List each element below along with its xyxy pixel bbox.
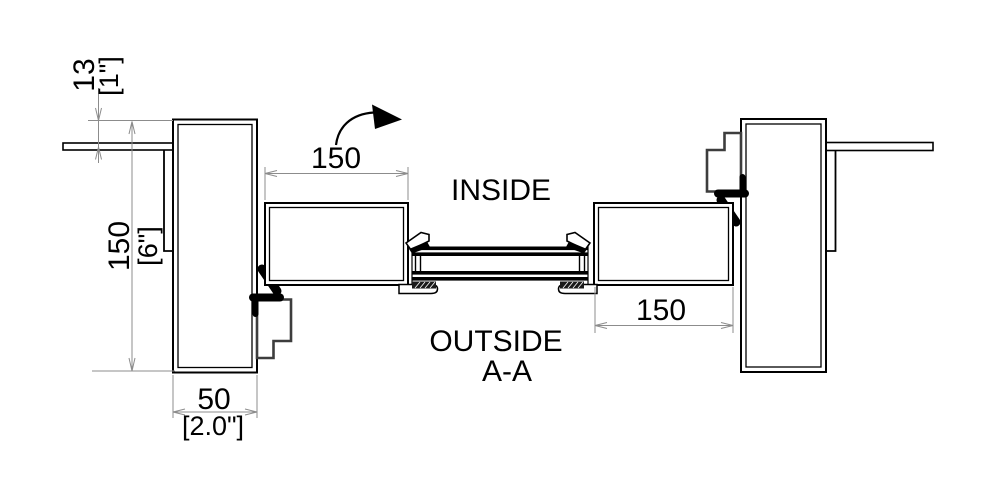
- left-wall-return: [163, 150, 173, 252]
- dim-frame-depth-in: [6"]: [133, 226, 163, 266]
- glass-panes: [411, 246, 589, 284]
- swing-direction-arrow: [334, 104, 402, 146]
- left-wall-flange: [62, 142, 176, 151]
- right-stepped-profile: [705, 131, 743, 193]
- dim-frame-depth: 150 [6"]: [92, 121, 175, 372]
- right-sash: [593, 202, 734, 286]
- dim-right-sash-mm: 150: [636, 294, 686, 327]
- glazing-unit: [398, 231, 598, 295]
- dim-frame-width-mm: 50: [197, 383, 230, 416]
- right-wall-return: [826, 151, 837, 252]
- left-stepped-profile: [255, 298, 293, 360]
- glazing-clamps: [404, 231, 592, 254]
- right-wall-flange: [825, 141, 934, 152]
- right-sash-inner: [597, 206, 730, 282]
- dim-left-sash: 150: [264, 142, 409, 200]
- dim-frame-width: 50 [2.0"]: [172, 375, 258, 441]
- left-sash: [264, 202, 409, 286]
- dim-wall-offset-in: [1"]: [94, 56, 124, 96]
- inside-label: INSIDE: [451, 174, 551, 207]
- left-sash-inner: [268, 206, 405, 282]
- right-wall: [825, 141, 934, 252]
- dim-left-sash-mm: 150: [311, 142, 361, 175]
- dim-frame-depth-mm: 150: [103, 221, 136, 271]
- left-clamp-gasket: [409, 241, 430, 254]
- right-jamb-frame: [740, 118, 827, 373]
- left-jamb-frame: [172, 118, 258, 374]
- dim-wall-offset: 13 [1"]: [68, 56, 173, 163]
- section-label: A-A: [482, 355, 532, 388]
- swing-arrowhead-icon: [372, 104, 402, 129]
- dim-right-sash: 150: [594, 287, 734, 333]
- dim-frame-width-in: [2.0"]: [182, 411, 244, 441]
- setting-blocks: [412, 281, 584, 289]
- outside-label: OUTSIDE: [429, 325, 562, 358]
- dim-wall-offset-mm: 13: [68, 58, 101, 91]
- glass-spacers: [414, 256, 586, 271]
- right-jamb-inner: [745, 123, 822, 368]
- right-clamp-gasket: [566, 241, 587, 254]
- left-jamb-inner: [177, 123, 253, 369]
